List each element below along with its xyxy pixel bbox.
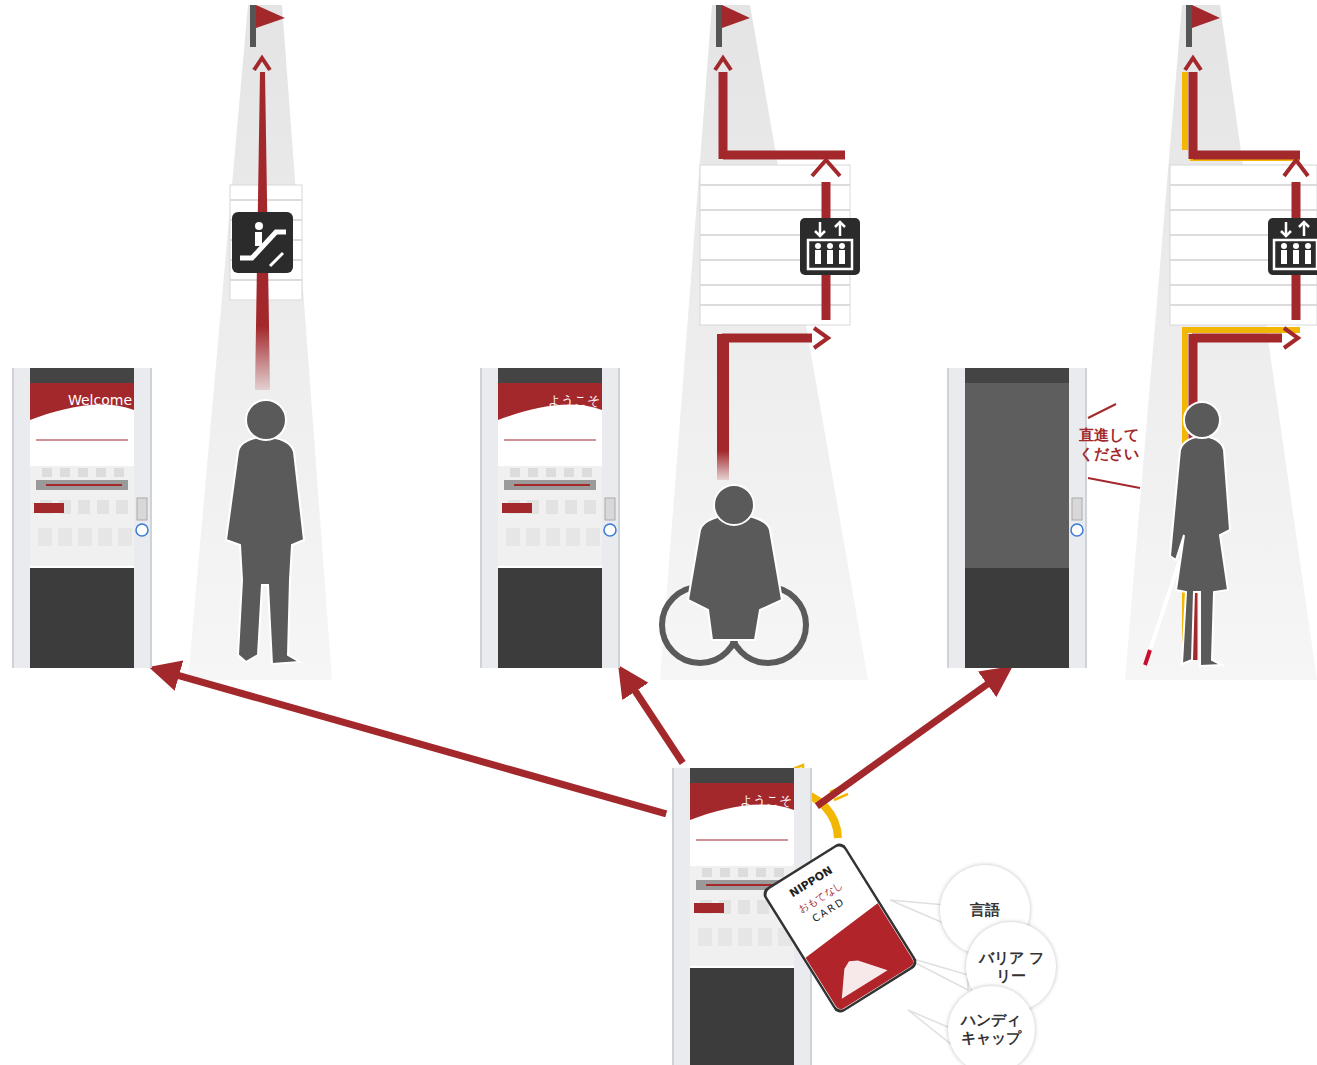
bubble-label: バリア フリー	[974, 949, 1048, 985]
kiosk-body	[947, 368, 1087, 668]
floor-path	[660, 5, 868, 680]
route-arrowhead	[715, 58, 840, 348]
kiosk-label: ようこそ	[740, 792, 792, 810]
stair-lines	[230, 185, 1317, 305]
kiosk-body	[12, 368, 152, 668]
route-line	[717, 334, 729, 480]
stairs	[230, 165, 1317, 325]
route-arrowhead	[254, 58, 270, 70]
elevator-sign	[800, 218, 860, 275]
kiosk-label: ようこそ	[548, 392, 600, 410]
route-line	[722, 72, 845, 338]
kiosk-label: Welcome	[68, 392, 132, 408]
kiosk-node: ようこそ	[480, 368, 620, 668]
bubble-label: 言語	[948, 901, 1022, 919]
escalator-sign	[232, 212, 293, 273]
pedestrian-figure	[226, 400, 304, 664]
bubble-label: ハンディ キャップ	[956, 1011, 1026, 1047]
goal-flag	[250, 5, 1220, 47]
flow-arrow	[623, 673, 682, 763]
elevator-sign	[1268, 218, 1317, 275]
floor-path	[188, 5, 332, 680]
cane-user-figure	[1145, 402, 1230, 666]
flow-arrow	[817, 671, 1005, 806]
floor-path	[1125, 5, 1317, 680]
kiosk-body	[480, 368, 620, 668]
flow-arrow	[158, 670, 666, 814]
kiosk-node: Welcome	[12, 368, 152, 668]
route-arrowhead	[1185, 58, 1308, 348]
kiosk-node: 直進して ください	[947, 368, 1087, 668]
wheelchair-figure	[662, 485, 806, 663]
speech-bubble: ハンディ キャップ	[948, 986, 1035, 1065]
kiosk-label: 直進して ください	[1079, 426, 1159, 464]
